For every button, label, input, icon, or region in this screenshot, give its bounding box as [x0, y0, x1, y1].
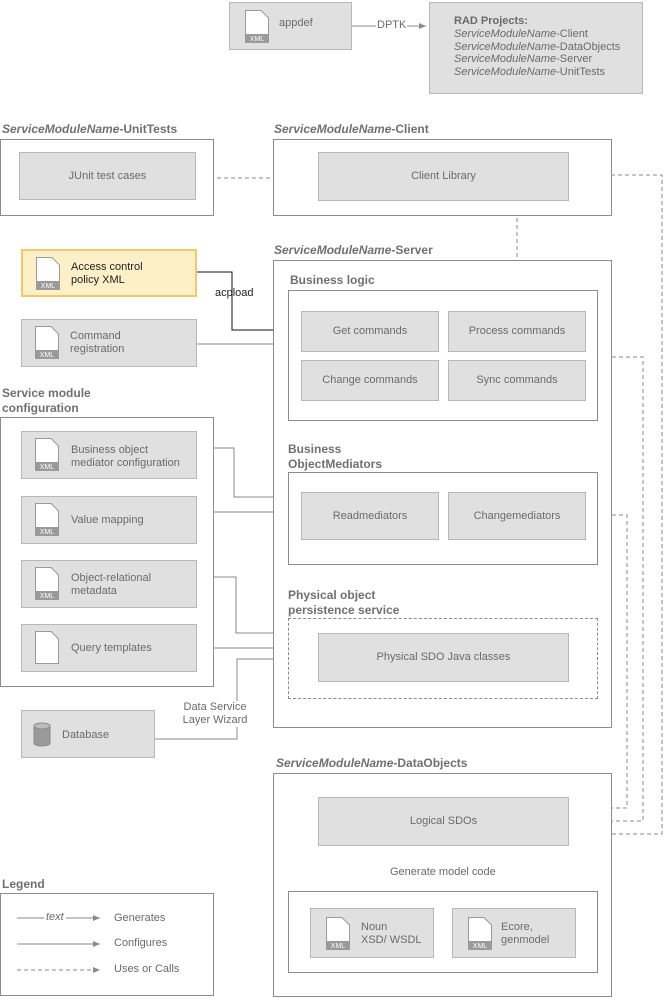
- logical-sdos-box[interactable]: Logical SDOs: [318, 797, 569, 846]
- sync-commands-box[interactable]: Sync commands: [448, 360, 586, 401]
- get-commands-box[interactable]: Get commands: [301, 311, 439, 352]
- legend-uses-label: Uses or Calls: [114, 963, 180, 975]
- generate-model-code-label: Generate model code: [388, 866, 498, 879]
- xml-document-icon: XML: [36, 257, 60, 290]
- query-templates-label: Query templates: [71, 642, 152, 654]
- svg-text:XML: XML: [41, 283, 56, 290]
- svg-text:XML: XML: [473, 943, 488, 950]
- junit-box[interactable]: JUnit test cases: [19, 152, 196, 200]
- xml-document-icon: XML: [35, 326, 59, 359]
- server-title: ServiceModuleName-Server: [274, 243, 433, 257]
- legend-sample-text: text: [44, 911, 66, 924]
- xml-document-icon: XML: [468, 917, 492, 950]
- value-mapping-box[interactable]: XML Value mapping: [21, 496, 197, 544]
- change-commands-box[interactable]: Change commands: [301, 360, 439, 401]
- database-box[interactable]: Database: [21, 710, 155, 758]
- dptk-label: DPTK: [376, 19, 408, 32]
- acpload-arrow: [197, 271, 299, 333]
- rad-item: ServiceModuleName-DataObjects: [454, 40, 621, 53]
- database-icon: [33, 722, 51, 747]
- business-logic-title: Business logic: [290, 273, 375, 287]
- rad-item: ServiceModuleName-Client: [454, 28, 588, 40]
- ecore-genmodel-label: Ecore,genmodel: [501, 921, 550, 946]
- database-arrow: [155, 656, 286, 740]
- value-mapping-label: Value mapping: [71, 514, 144, 526]
- svg-text:XML: XML: [40, 352, 55, 359]
- query-templates-box[interactable]: Query templates: [21, 624, 197, 672]
- xml-document-icon: XML: [35, 567, 59, 600]
- xml-document-icon: XML: [326, 917, 350, 950]
- svg-text:XML: XML: [40, 464, 55, 471]
- business-to-logical-arrow: [571, 356, 644, 824]
- bomc-arrow: [197, 447, 286, 500]
- physical-sdo-box[interactable]: Physical SDO Java classes: [318, 633, 569, 682]
- rad-item: ServiceModuleName-UnitTests: [454, 65, 606, 78]
- appdef-label: appdef: [279, 17, 313, 29]
- legend-configures-label: Configures: [114, 937, 168, 949]
- rad-item: ServiceModuleName-Server: [454, 53, 593, 65]
- svg-text:XML: XML: [250, 36, 265, 43]
- legend-generates-label: Generates: [114, 912, 166, 924]
- process-commands-box[interactable]: Process commands: [448, 311, 586, 352]
- svg-text:XML: XML: [40, 529, 55, 536]
- acpload-label: acpload: [215, 287, 254, 299]
- dataobjects-title: ServiceModuleName-DataObjects: [276, 756, 468, 770]
- svg-text:XML: XML: [331, 943, 346, 950]
- unittests-title: ServiceModuleName-UnitTests: [2, 122, 178, 136]
- xml-document-icon: XML: [35, 503, 59, 536]
- business-logic-panel: [288, 290, 598, 421]
- xml-document-icon: XML: [35, 438, 59, 471]
- svg-text:XML: XML: [40, 593, 55, 600]
- document-icon: [35, 631, 59, 664]
- orm-arrow: [197, 576, 286, 636]
- client-library-box[interactable]: Client Library: [318, 152, 569, 201]
- ecore-genmodel-box[interactable]: XML Ecore,genmodel: [452, 908, 576, 958]
- client-to-logical-arrow: [569, 174, 663, 837]
- legend-panel: [0, 893, 214, 996]
- database-label: Database: [62, 729, 110, 741]
- rad-projects-title: RAD Projects:: [454, 15, 528, 27]
- xml-document-icon: XML: [245, 10, 269, 43]
- rad-projects-box[interactable]: RAD Projects: ServiceModuleName-Client S…: [429, 2, 643, 94]
- client-title: ServiceModuleName-Client: [274, 122, 429, 136]
- appdef-box[interactable]: XML appdef: [229, 2, 352, 50]
- legend-title: Legend: [2, 877, 45, 891]
